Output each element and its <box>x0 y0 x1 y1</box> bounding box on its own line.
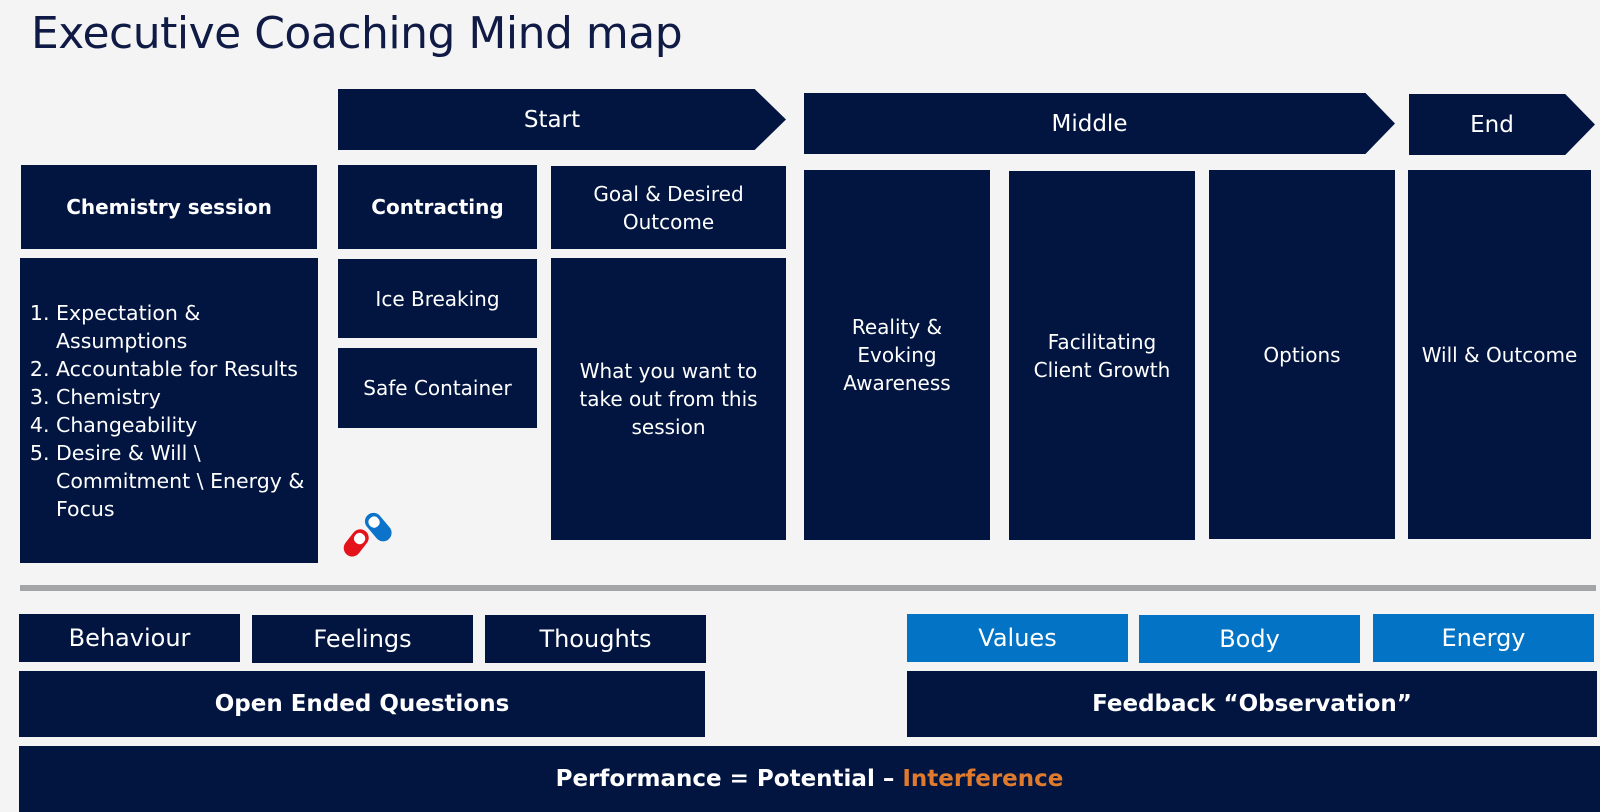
formula-accent-text: Interference <box>902 766 1064 792</box>
goal-outcome-box: Goal & Desired Outcome <box>551 166 786 249</box>
open-ended-questions-label: Open Ended Questions <box>214 691 510 717</box>
stage-start-label: Start <box>523 106 581 133</box>
reality-label: Reality & Evoking Awareness <box>843 315 951 395</box>
formula-main-text: Performance = Potential – <box>555 766 903 792</box>
list-item: Desire & Will \ Commitment \ Energy & Fo… <box>56 439 312 523</box>
safe-container-box: Safe Container <box>338 348 537 428</box>
feedback-observation-label: Feedback “Observation” <box>1092 691 1412 717</box>
values-label: Values <box>978 624 1057 652</box>
contracting-label: Contracting <box>371 195 504 219</box>
values-tag: Values <box>907 614 1128 662</box>
thoughts-label: Thoughts <box>539 625 652 653</box>
ice-breaking-box: Ice Breaking <box>338 259 537 338</box>
options-label: Options <box>1263 342 1341 367</box>
chemistry-session-header: Chemistry session <box>21 165 317 249</box>
performance-formula-bar: Performance = Potential – Interference <box>19 746 1600 812</box>
chemistry-session-label: Chemistry session <box>66 195 272 219</box>
section-divider <box>20 585 1596 591</box>
feedback-observation-box: Feedback “Observation” <box>907 671 1597 737</box>
page-title: Executive Coaching Mind map <box>31 8 683 59</box>
ice-breaking-label: Ice Breaking <box>375 286 500 311</box>
goal-detail-box: What you want to take out from this sess… <box>551 258 786 540</box>
feelings-tag: Feelings <box>252 615 473 663</box>
will-outcome-label: Will & Outcome <box>1421 342 1578 367</box>
body-label: Body <box>1219 625 1280 653</box>
open-ended-questions-box: Open Ended Questions <box>19 671 705 737</box>
list-item: Expectation & Assumptions <box>56 299 312 355</box>
contracting-box: Contracting <box>338 165 537 249</box>
stage-end-arrow: End <box>1409 94 1595 155</box>
options-box: Options <box>1209 170 1395 539</box>
chemistry-session-list: Expectation & Assumptions Accountable fo… <box>20 258 318 563</box>
chemistry-items: Expectation & Assumptions Accountable fo… <box>30 299 312 523</box>
facilitating-box: Facilitating Client Growth <box>1009 171 1195 540</box>
thoughts-tag: Thoughts <box>485 615 706 663</box>
stage-middle-label: Middle <box>1051 110 1128 137</box>
stage-middle-arrow: Middle <box>804 93 1395 154</box>
list-item: Accountable for Results <box>56 355 312 383</box>
pills-icon <box>343 512 392 557</box>
behaviour-tag: Behaviour <box>19 614 240 662</box>
energy-tag: Energy <box>1373 614 1594 662</box>
list-item: Chemistry <box>56 383 312 411</box>
stage-end-label: End <box>1470 111 1514 138</box>
body-tag: Body <box>1139 615 1360 663</box>
safe-container-label: Safe Container <box>363 376 512 400</box>
list-item: Changeability <box>56 411 312 439</box>
facilitating-label: Facilitating Client Growth <box>1033 329 1171 382</box>
goal-outcome-label: Goal & Desired Outcome <box>593 181 744 234</box>
feelings-label: Feelings <box>313 625 412 653</box>
will-outcome-box: Will & Outcome <box>1408 170 1591 539</box>
goal-detail-label: What you want to take out from this sess… <box>579 359 758 439</box>
behaviour-label: Behaviour <box>68 624 191 652</box>
energy-label: Energy <box>1441 624 1526 652</box>
reality-box: Reality & Evoking Awareness <box>804 170 990 540</box>
stage-start-arrow: Start <box>338 89 786 150</box>
